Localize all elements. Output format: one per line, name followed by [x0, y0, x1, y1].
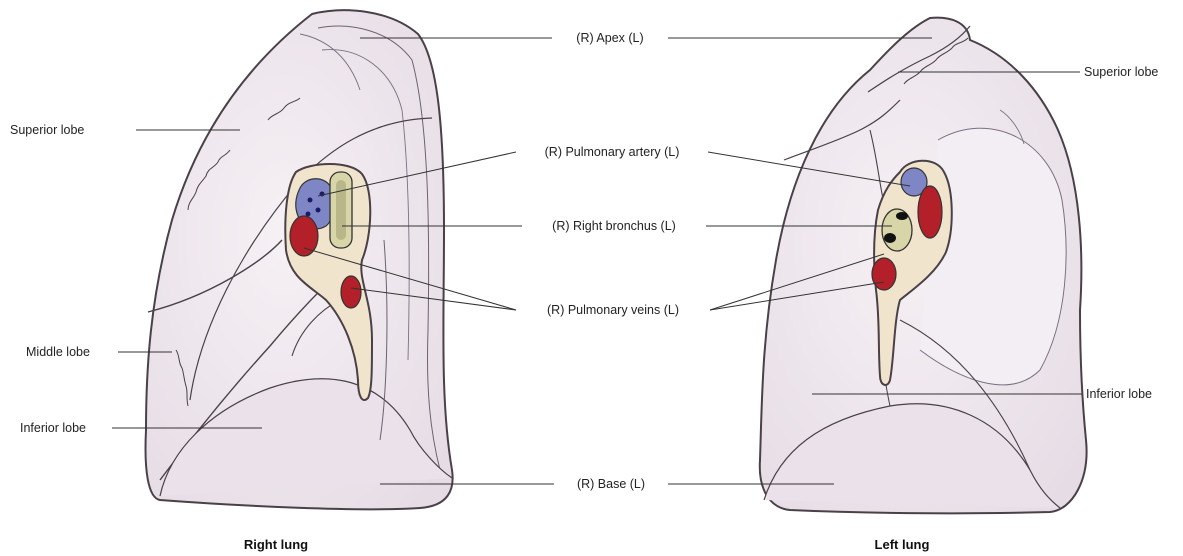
right-lung: [146, 10, 453, 509]
label-apex: (R) Apex (L): [576, 31, 643, 45]
label-right-superior-lobe: Superior lobe: [10, 123, 84, 137]
caption-right-lung: Right lung: [244, 537, 308, 552]
label-left-inferior-lobe: Inferior lobe: [1086, 387, 1152, 401]
label-base: (R) Base (L): [577, 477, 645, 491]
label-pulmonary-veins: (R) Pulmonary veins (L): [547, 303, 679, 317]
caption-left-lung: Left lung: [875, 537, 930, 552]
label-pulmonary-artery: (R) Pulmonary artery (L): [545, 145, 680, 159]
left-lung: [760, 18, 1087, 514]
right-pulmonary-vein-upper: [290, 216, 318, 256]
right-pulmonary-vein-lower: [341, 276, 361, 308]
label-left-superior-lobe: Superior lobe: [1084, 65, 1158, 79]
label-right-bronchus: (R) Right bronchus (L): [552, 219, 676, 233]
left-pulmonary-vein-lower: [872, 258, 896, 290]
left-pulmonary-vein-upper: [918, 186, 942, 238]
label-right-inferior-lobe: Inferior lobe: [20, 421, 86, 435]
label-right-middle-lobe: Middle lobe: [26, 345, 90, 359]
